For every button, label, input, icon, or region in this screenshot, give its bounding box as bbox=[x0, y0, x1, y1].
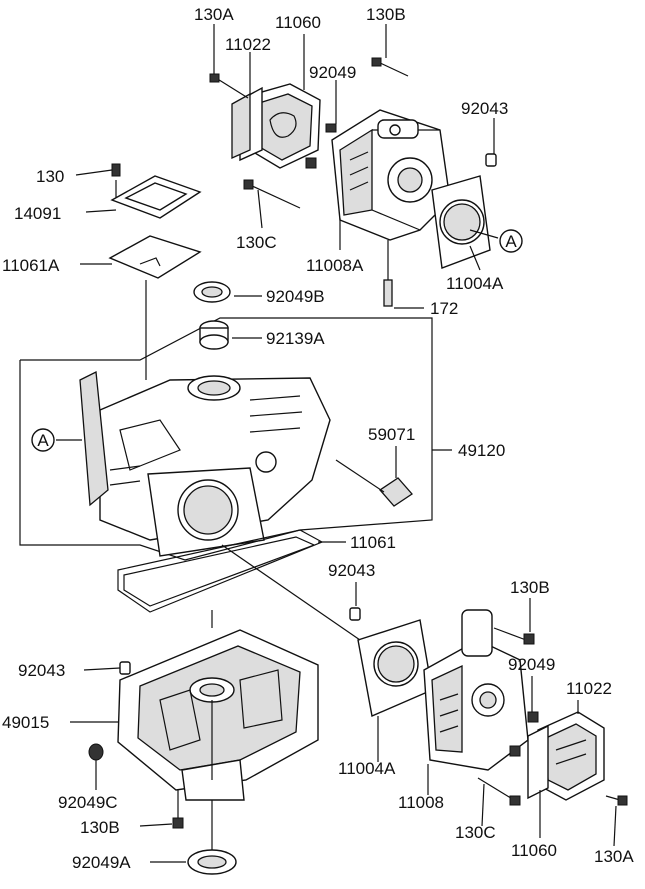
valve-cover-11060-top bbox=[247, 83, 321, 169]
label-92049C: 92049C bbox=[58, 793, 118, 812]
valve-cover-11060-bottom bbox=[537, 711, 605, 801]
bolts-130-series-top bbox=[209, 57, 409, 307]
label-92049A: 92049A bbox=[72, 853, 131, 872]
label-11061A: 11061A bbox=[2, 256, 60, 275]
dowel-92043-top bbox=[485, 153, 497, 167]
bolt-130B-left bbox=[172, 790, 184, 829]
breather-gasket-11061A bbox=[108, 235, 202, 279]
label-11022-top: 11022 bbox=[225, 35, 271, 54]
label-11060-bottom: 11060 bbox=[511, 841, 557, 860]
cylinder-block-49120 bbox=[79, 370, 331, 557]
label-49015: 49015 bbox=[2, 713, 49, 732]
label-11008A: 11008A bbox=[306, 256, 364, 275]
oil-filter-nipple-59071 bbox=[335, 459, 413, 507]
label-11004A-bottom: 11004A bbox=[338, 759, 396, 778]
label-130A-top: 130A bbox=[194, 5, 234, 24]
label-92049-bottom: 92049 bbox=[508, 655, 555, 674]
label-11022-bottom: 11022 bbox=[566, 679, 612, 698]
label-14091: 14091 bbox=[14, 204, 61, 223]
label-11008: 11008 bbox=[398, 793, 444, 812]
head-gasket-11004A-bottom bbox=[357, 619, 433, 717]
dowel-92043-left bbox=[119, 661, 131, 675]
crankcase-cover-49015 bbox=[117, 629, 319, 801]
oil-seal-92049B bbox=[193, 281, 231, 303]
label-92049-top: 92049 bbox=[309, 63, 356, 82]
bushing-92139A bbox=[199, 320, 229, 350]
callout-a-top: A bbox=[499, 229, 523, 253]
crankcase-gasket-11061 bbox=[117, 529, 324, 613]
label-92043-top: 92043 bbox=[461, 99, 508, 118]
label-130B-top: 130B bbox=[366, 5, 406, 24]
label-92043-left: 92043 bbox=[18, 661, 65, 680]
label-130A-bottom: 130A bbox=[594, 847, 634, 866]
valve-cover-gasket-11022-bottom bbox=[527, 724, 549, 800]
bolts-130-series-bottom bbox=[477, 627, 628, 806]
group-outline-49120 bbox=[19, 317, 452, 561]
label-92043-mid: 92043 bbox=[328, 561, 375, 580]
label-59071: 59071 bbox=[368, 425, 415, 444]
label-49120: 49120 bbox=[458, 441, 505, 460]
head-gasket-11004A-top bbox=[431, 175, 491, 269]
label-92049B: 92049B bbox=[266, 287, 325, 306]
leader-lines bbox=[56, 24, 617, 863]
oil-seal-92049C bbox=[88, 743, 104, 761]
label-130B-left: 130B bbox=[80, 818, 120, 837]
cylinder-head-11008A bbox=[331, 109, 451, 241]
label-172: 172 bbox=[430, 299, 458, 318]
label-92139A: 92139A bbox=[266, 329, 325, 348]
callout-a-left-label: A bbox=[37, 431, 49, 450]
label-130: 130 bbox=[36, 167, 64, 186]
label-11060-top: 11060 bbox=[275, 13, 321, 32]
label-11004A-top: 11004A bbox=[446, 274, 504, 293]
callout-a-top-label: A bbox=[505, 232, 517, 251]
label-130C-bottom: 130C bbox=[455, 823, 496, 842]
callout-a-left: A bbox=[31, 428, 55, 452]
label-130C-top: 130C bbox=[236, 233, 277, 252]
valve-cover-gasket-11022-top bbox=[231, 86, 263, 162]
label-11061: 11061 bbox=[350, 533, 396, 552]
part-labels: 130A 11060 130B 11022 92049 92043 130 14… bbox=[2, 5, 634, 872]
cylinder-head-11008 bbox=[423, 609, 529, 771]
breather-cover-14091 bbox=[110, 163, 202, 219]
dowel-92043-mid bbox=[349, 607, 361, 621]
oil-seal-92049A bbox=[187, 849, 237, 875]
label-130B-bottom: 130B bbox=[510, 578, 550, 597]
